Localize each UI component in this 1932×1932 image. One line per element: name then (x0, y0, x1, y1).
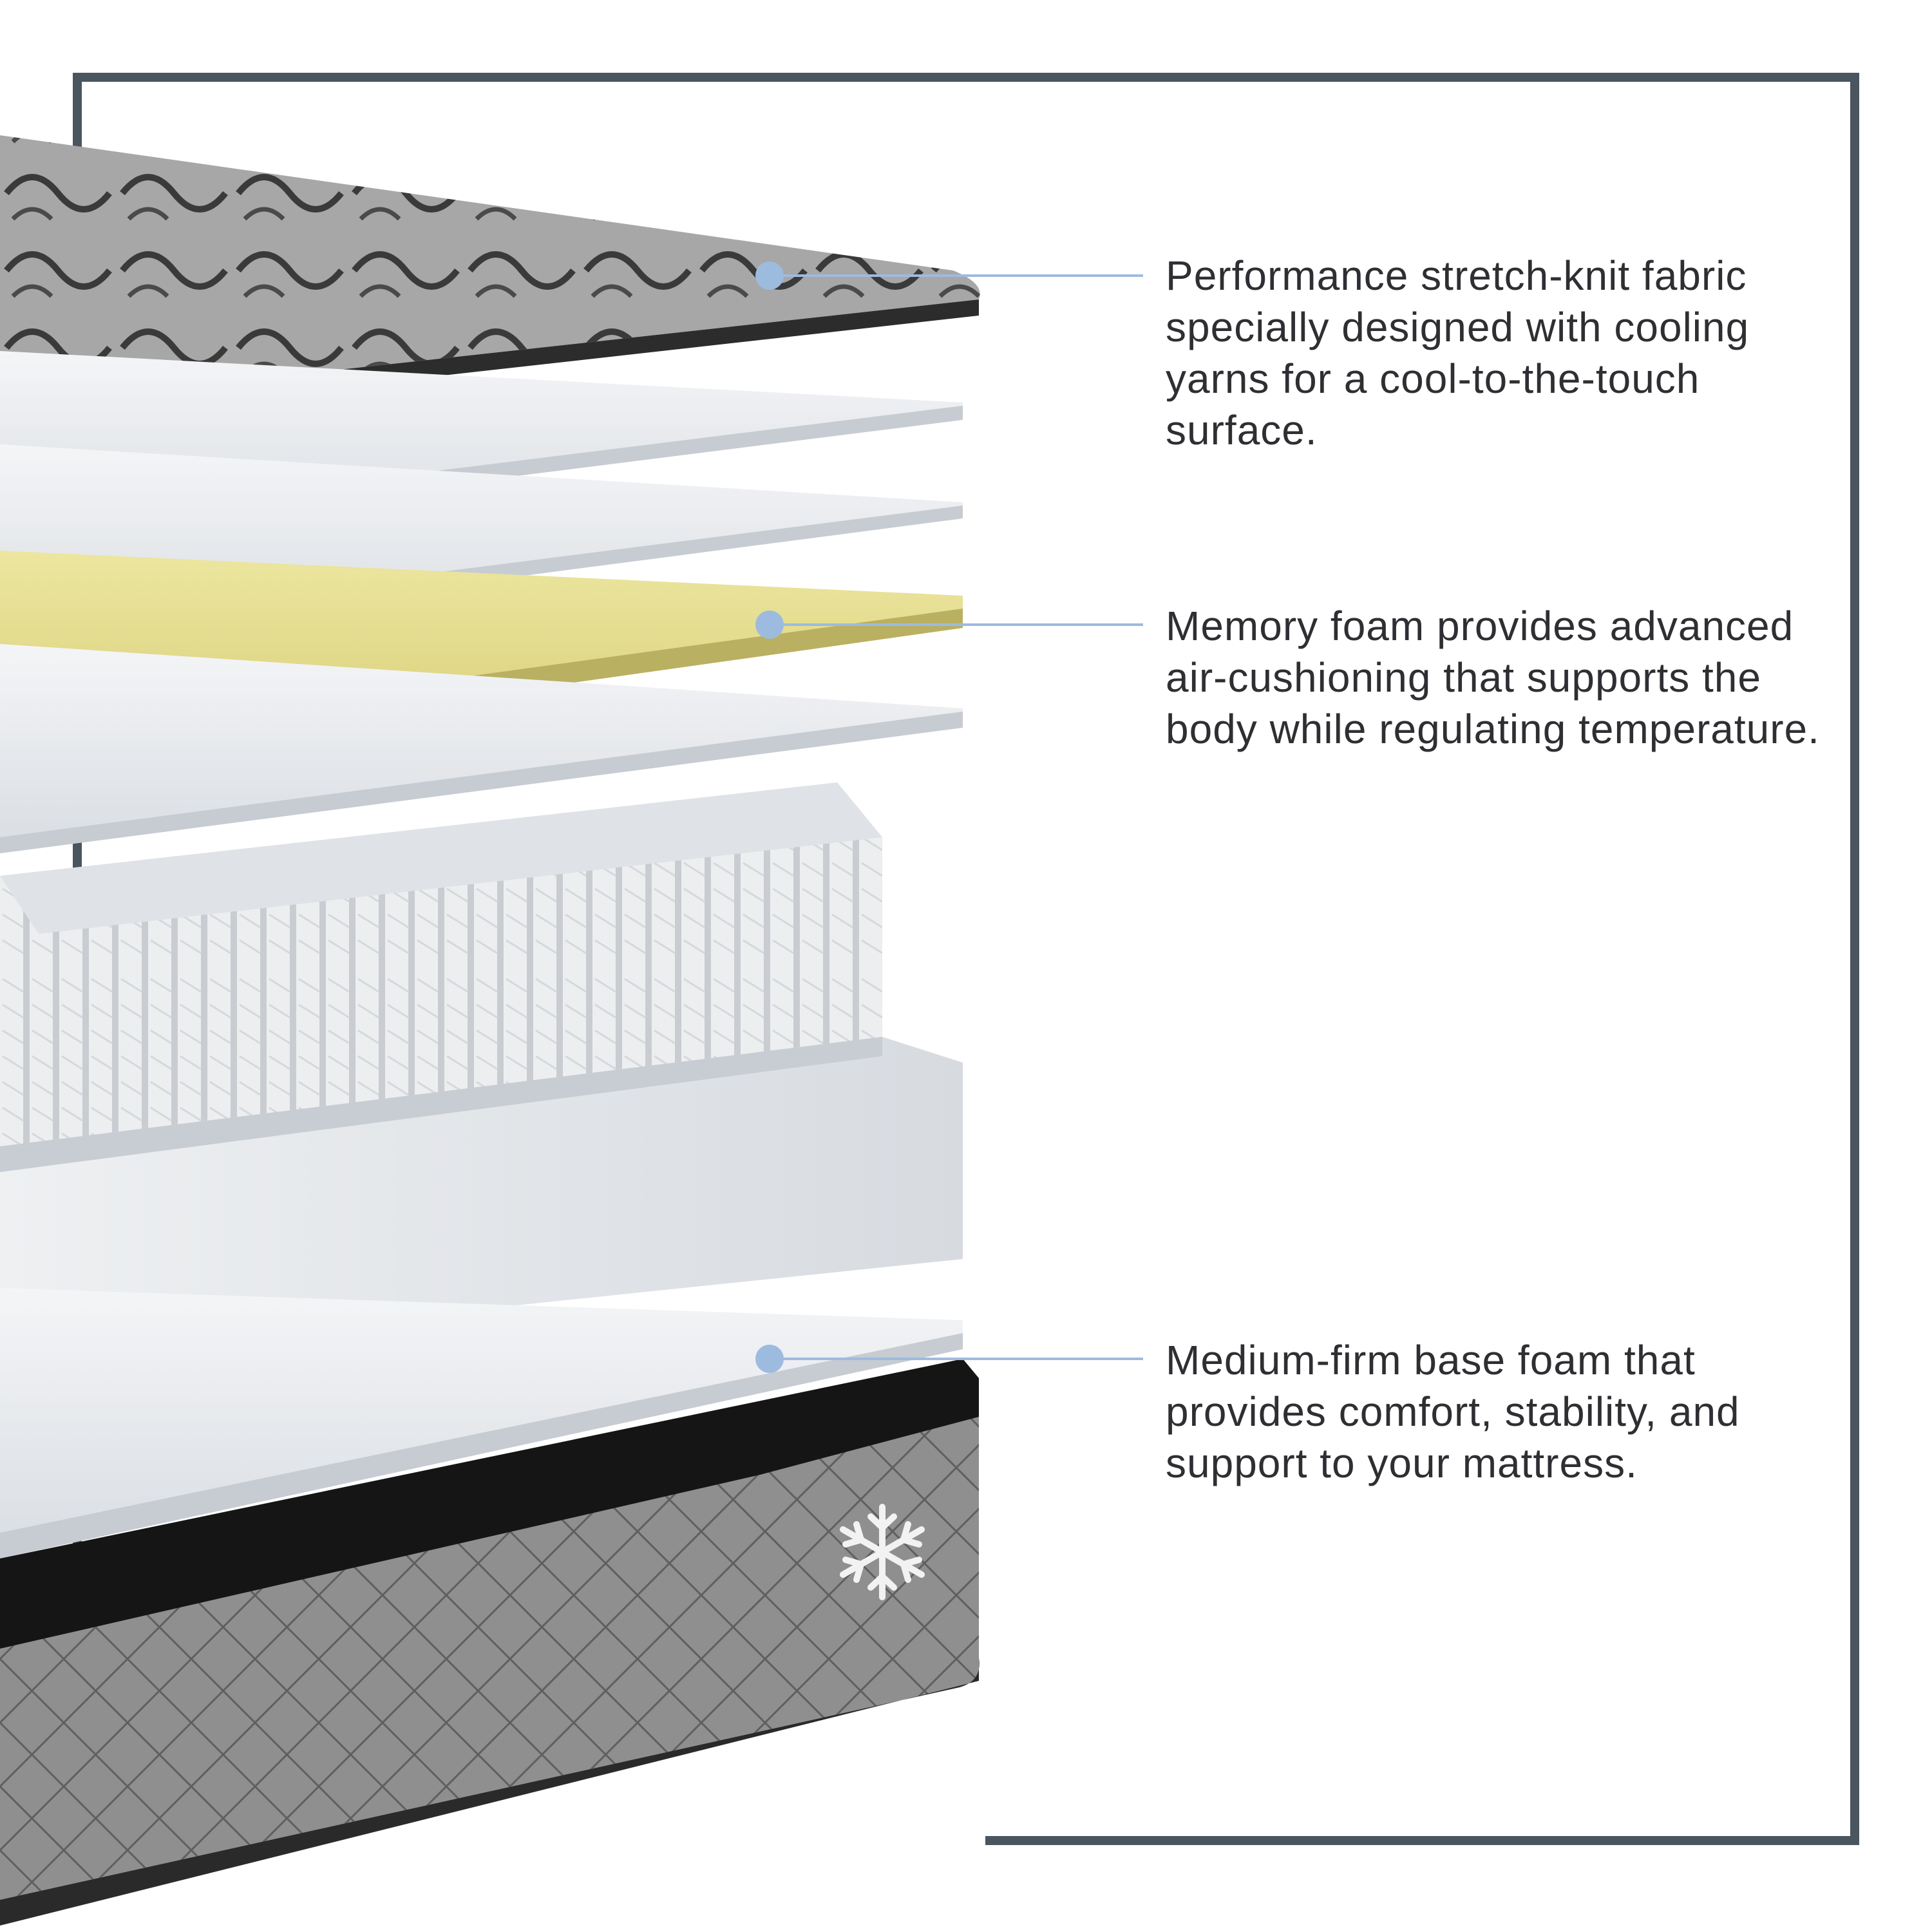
bottom-cover (0, 1359, 980, 1926)
callout-leader-1 (755, 261, 1143, 290)
base-foam-layer (0, 1288, 963, 1558)
callout-cover-fabric: Performance stretch-knit fabric speciall… (1166, 252, 1750, 453)
snowflake-icon (840, 1504, 925, 1600)
foam-encasement-frame (0, 1037, 963, 1359)
transition-foam-layer (0, 644, 963, 853)
callout-base-foam: Medium-firm base foam that provides comf… (1166, 1337, 1740, 1486)
callout-leader-2 (755, 611, 1143, 639)
pocketed-coil-layer (0, 782, 882, 1211)
callout-memory-foam: Memory foam provides advanced air-cushio… (1166, 603, 1820, 752)
callout-leader-3 (755, 1345, 1143, 1373)
